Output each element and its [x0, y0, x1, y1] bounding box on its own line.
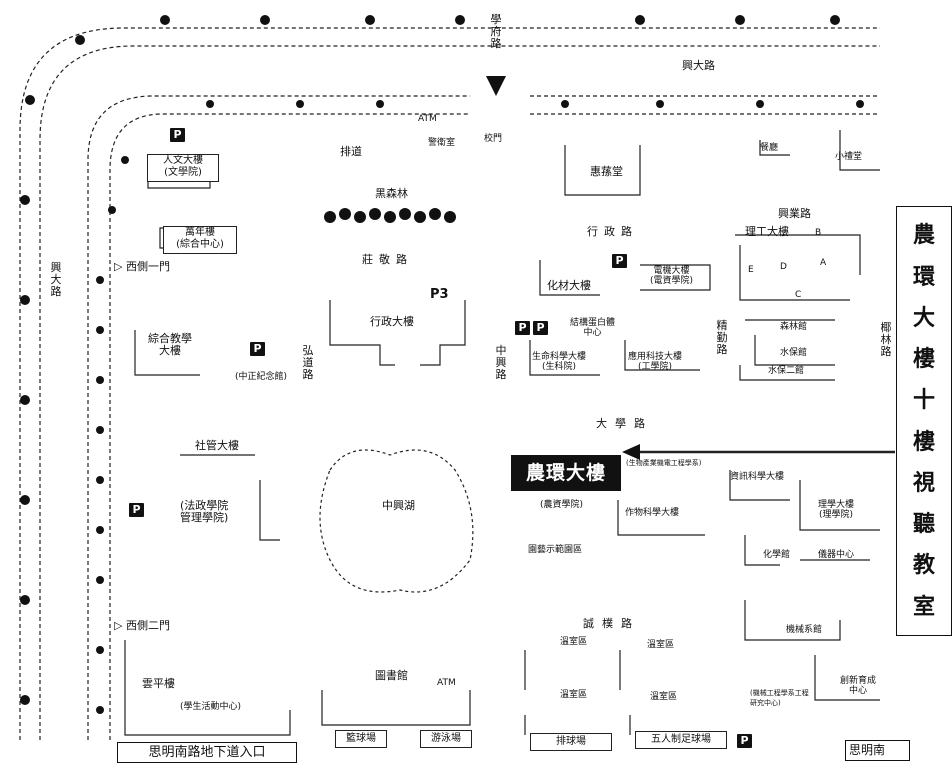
bldg-crop: 作物科學大樓: [625, 508, 680, 518]
court-soccer: 五人制足球場: [635, 731, 727, 749]
label-west-gate-2: ▷ 西側二門: [114, 619, 170, 632]
road-chengqin: 誠樸路: [583, 617, 640, 630]
label-p3: P3: [430, 287, 449, 302]
label-d: D: [780, 262, 787, 272]
label-b: B: [815, 228, 822, 238]
callout-char: 大: [912, 304, 935, 331]
road-daxue: 大學路: [596, 417, 653, 430]
bldg-yunping: 雲平樓: [142, 677, 175, 690]
bldg-env-sub: (農資學院): [540, 500, 584, 510]
bldg-garden: 園藝示範園區: [528, 545, 583, 555]
callout-char: 環: [912, 263, 935, 290]
label-black-forest: 黑森林: [375, 187, 408, 200]
bldg-social-sub: (法政學院管理學院): [180, 499, 229, 524]
label-c: C: [795, 290, 802, 300]
bldg-admin: 行政大樓: [370, 315, 414, 328]
parking-icon: P: [129, 503, 144, 517]
callout-char: 聽: [912, 511, 935, 538]
road-xingye: 興業路: [778, 207, 811, 220]
bldg-science: 理學大樓(理學院): [818, 500, 855, 520]
bldg-library: 圖書館: [375, 669, 408, 682]
bldg-water2: 水保二館: [768, 366, 805, 376]
label-west-gate-1: ▷ 西側一門: [114, 260, 170, 273]
label-atm-2: ATM: [437, 678, 456, 688]
bldg-guard: 警衛室: [428, 138, 456, 148]
callout-char: 室: [912, 593, 935, 620]
bldg-dining: 餐廳: [760, 143, 779, 153]
road-yehlin: 椰林路: [880, 321, 892, 358]
court-basketball: 籃球場: [335, 730, 387, 748]
bldg-wanyu: 萬年樓(綜合中心): [163, 226, 237, 254]
road-xuefu: 學府路: [490, 13, 502, 50]
callout-char: 教: [912, 552, 935, 579]
callout-char: 十: [912, 387, 935, 414]
bldg-greenhouse-3: 溫室區: [560, 690, 588, 700]
label-e: E: [748, 265, 754, 275]
road-jingqin: 精勤路: [716, 319, 728, 356]
bldg-xiaoli: 小禮堂: [835, 152, 863, 162]
label-lake: 中興湖: [382, 499, 415, 512]
bldg-innov: 創新育成中心: [840, 676, 877, 696]
bldg-hardware: 儀器中心: [818, 550, 855, 560]
bldg-teaching: 綜合教學大樓: [148, 332, 192, 357]
callout-char: 視: [912, 469, 935, 496]
road-zhongxing: 中興路: [495, 344, 507, 381]
road-hongdao: 弘道路: [302, 344, 314, 381]
parking-icon: P: [737, 734, 752, 748]
entrance-siming-right[interactable]: 思明南: [845, 740, 910, 761]
parking-icon: P: [515, 321, 530, 335]
court-tennis: 排球場: [530, 733, 612, 751]
road-xingda-left: 興大路: [50, 261, 62, 298]
bldg-sci-eng: 理工大樓: [745, 225, 789, 238]
bldg-water: 水保館: [780, 348, 808, 358]
road-xingda-top: 興大路: [682, 59, 715, 72]
bldg-lifesci: 生命科學大樓(生科院): [532, 352, 587, 372]
bldg-huisun: 惠蓀堂: [590, 165, 623, 178]
parking-icon: P: [533, 321, 548, 335]
label-a: A: [820, 258, 827, 268]
callout-char: 樓: [912, 428, 935, 455]
entrance-siming-underpass[interactable]: 思明南路地下道入口: [117, 742, 297, 763]
parking-icon: P: [170, 128, 185, 142]
callout-char: 樓: [912, 346, 935, 373]
parking-icon: P: [612, 254, 627, 268]
bldg-greenhouse-2: 溫室區: [647, 640, 675, 650]
road-xingzheng: 行政路: [587, 225, 638, 238]
road-zhuangjing: 莊敬路: [362, 253, 413, 266]
bldg-gate: 校門: [484, 134, 503, 144]
court-swim: 游泳場: [420, 730, 472, 748]
label-pg-center: (中正紀念館): [235, 372, 288, 382]
bldg-mech-note: (機械工程學系工程研究中心): [750, 689, 809, 707]
label-bianlu: 排道: [340, 145, 362, 158]
bldg-humanities: 人文大樓(文學院): [147, 154, 219, 182]
bldg-env-note: (生物產業機電工程學系): [626, 459, 702, 467]
bldg-greenhouse-4: 溫室區: [650, 692, 678, 702]
bldg-protein: 結構蛋白體中心: [570, 318, 616, 338]
bldg-greenhouse-1: 溫室區: [560, 637, 588, 647]
bldg-appsci: 應用科技大樓(工學院): [628, 352, 683, 372]
bldg-highlight-env[interactable]: 農環大樓: [511, 455, 621, 491]
bldg-mech: 機械系館: [786, 625, 823, 635]
bldg-yunping-sub: (學生活動中心): [180, 702, 242, 712]
label-atm-1: ATM: [418, 114, 437, 124]
parking-icon: P: [250, 342, 265, 356]
bldg-social: 社管大樓: [195, 439, 239, 452]
bldg-electrical: 電機大樓(電資學院): [650, 266, 694, 286]
bldg-chem: 化學館: [763, 550, 791, 560]
bldg-forest: 森林館: [780, 322, 808, 332]
callout-char: 農: [912, 222, 935, 249]
bldg-info-sci: 資訊科學大樓: [730, 472, 785, 482]
callout-av-room: 農環大樓十樓視聽教室: [896, 206, 952, 636]
bldg-chem-eng: 化材大樓: [547, 279, 591, 292]
